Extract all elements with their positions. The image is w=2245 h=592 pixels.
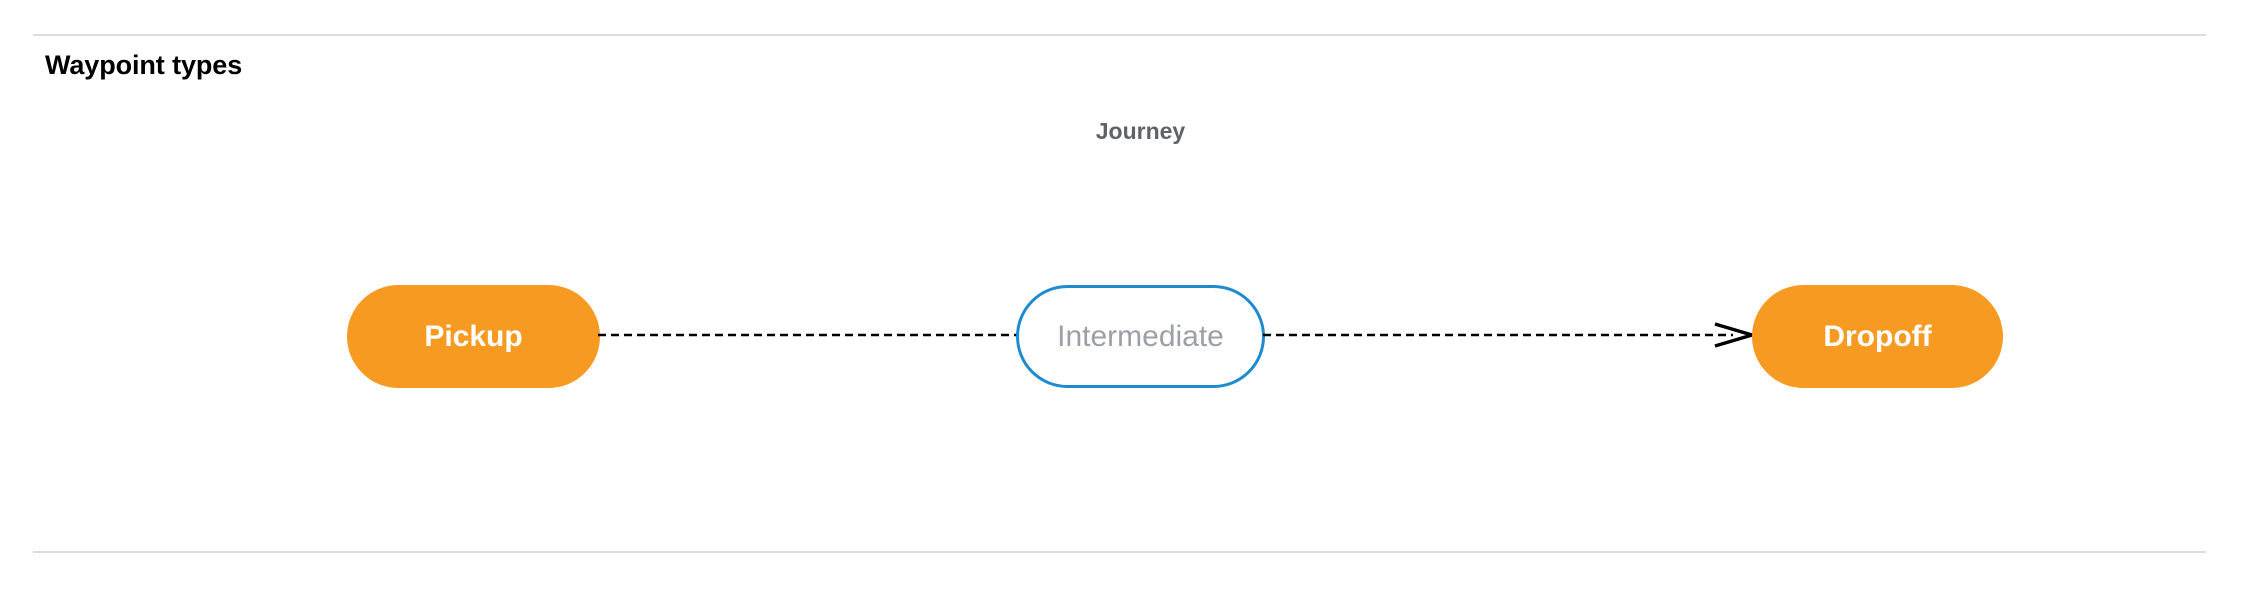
journey-group-label: Journey — [1095, 118, 1186, 144]
connector-intermediate-to-dropoff — [1263, 310, 1758, 360]
node-pickup-label: Pickup — [424, 319, 523, 353]
node-dropoff[interactable]: Dropoff — [1752, 285, 2003, 388]
node-dropoff-label: Dropoff — [1823, 319, 1932, 353]
section-divider-bottom — [33, 551, 2206, 553]
node-pickup[interactable]: Pickup — [347, 285, 600, 388]
node-intermediate[interactable]: Intermediate — [1016, 285, 1265, 388]
connector-pickup-to-intermediate — [598, 310, 1018, 360]
page-title: Waypoint types — [45, 50, 243, 80]
node-intermediate-label: Intermediate — [1057, 319, 1224, 353]
section-divider-top — [33, 34, 2206, 36]
